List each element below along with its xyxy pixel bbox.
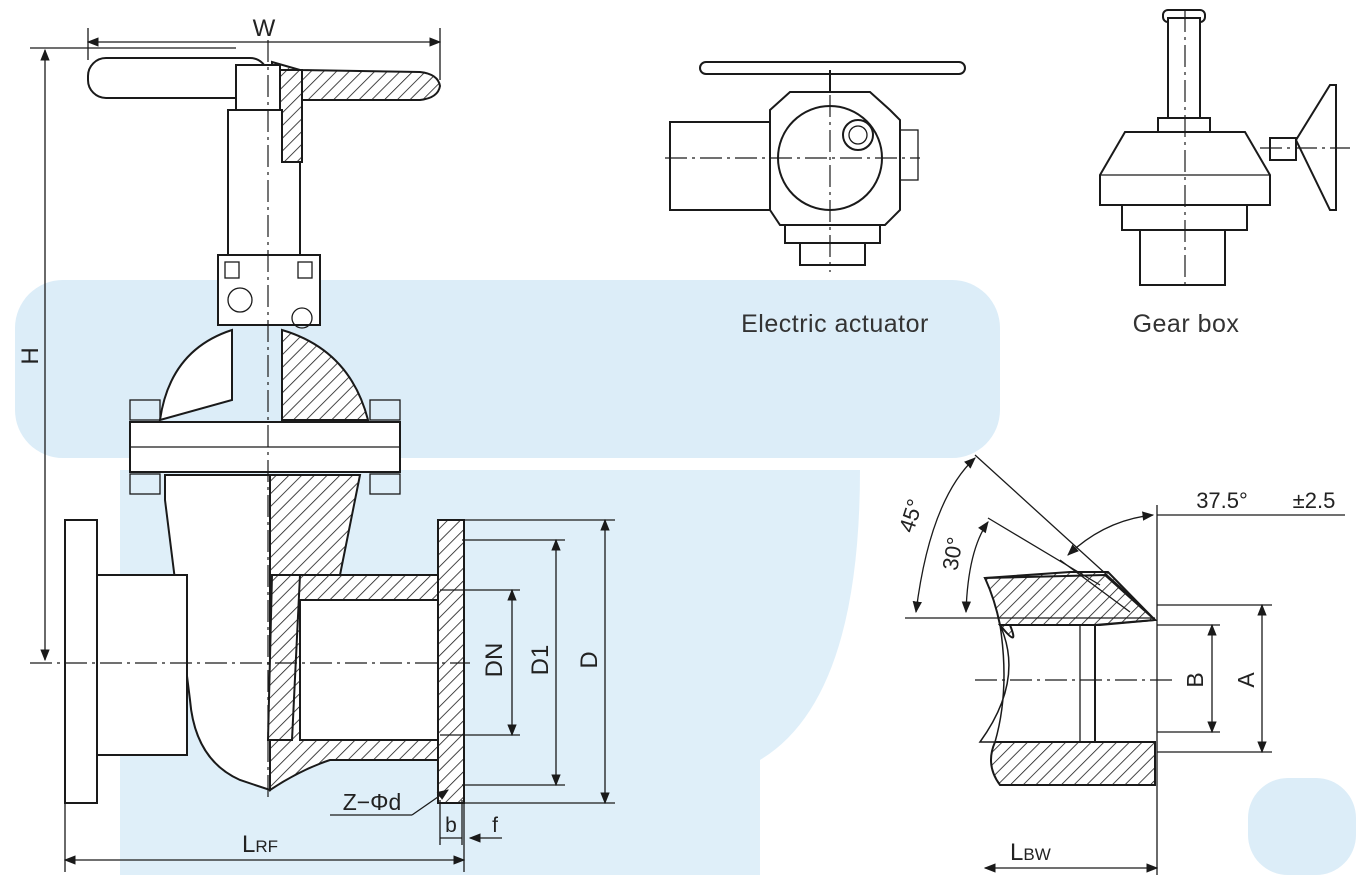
body-left [164,474,271,792]
left-neck [96,574,188,756]
weld-45-ray [974,454,1141,606]
bonnet-bolt-top-left [129,399,161,421]
dim-dn-label: DN [481,643,508,678]
gate-valve-section [30,40,470,804]
dim-b-big-label: B [1182,672,1208,687]
handwheel-right-section [271,60,442,108]
dim-a-label: A [1233,672,1259,688]
actuator-motor [669,121,771,211]
actuator-indicator-inner [848,125,868,145]
angle-tol-label: ±2.5 [1293,488,1336,513]
weld-30-arc [961,521,989,614]
gearbox-top-nut [1157,117,1211,133]
dim-lrf-sub: RF [255,837,278,856]
dim-lbw-sub: BW [1023,845,1050,864]
dim-z-leader [411,789,449,816]
gland [217,254,321,326]
bonnet-left [158,328,233,422]
dim-lrf-main: L [242,831,255,858]
actuator-handwheel [699,61,966,75]
angle-30-label: 30° [937,535,967,572]
caption-electric-actuator: Electric actuator [741,310,929,338]
band-corner [1248,778,1356,875]
dim-d1-label: D1 [527,645,554,676]
electric-actuator-drawing [665,61,966,272]
actuator-coupling [799,242,866,266]
gland-eye-right [291,307,313,329]
gearbox-stem [1167,17,1201,127]
dim-b-label: b [445,814,457,837]
dim-h-label: H [17,347,44,364]
handwheel-hub [235,64,281,111]
weld-45-arc [912,457,976,614]
dim-f-label: f [492,814,498,837]
right-flange-section [437,519,465,804]
gearbox-shaft [1269,137,1297,161]
angle-45-label: 45° [894,496,928,535]
gland-bolt-right [297,261,313,279]
butt-weld-detail: 45° 30° 37.5° ±2.5 A B LBW [894,454,1345,875]
bonnet-bolt-bottom-left [129,473,161,495]
dim-d-label: D [576,651,603,668]
left-flange [64,519,98,804]
weld-30-ray [987,517,1101,586]
angle-37-label: 37.5° [1196,488,1248,513]
right-bore [299,599,439,741]
actuator-side-knob [899,129,919,181]
weld-end-bottom-wall [990,741,1156,786]
main-dimensions: W H D D1 DN LRF b f Z−Φd [17,15,615,872]
gear-box-drawing [1099,9,1350,290]
dim-lbw-label: LBW [1010,839,1051,866]
weld-break-line [978,624,1010,743]
bonnet-right-section [281,328,370,421]
caption-gear-box: Gear box [1133,310,1240,338]
dim-lbw-main: L [1010,839,1023,866]
bonnet-bolt-top-right [369,399,401,421]
dim-w-label: W [253,15,276,42]
gearbox-coupling [1139,229,1226,286]
dim-z-label: Z−Φd [343,789,402,815]
dim-lrf-label: LRF [242,831,278,858]
gland-eye-left [227,287,253,313]
yoke-nut-section [279,69,303,163]
weld-bevel-ray [1059,559,1131,613]
bonnet-bolt-bottom-right [369,473,401,495]
weld-37-arc [1067,511,1155,556]
wedge-section [266,574,302,741]
actuator-base [784,224,881,244]
gland-bolt-left [224,261,240,279]
actuator-indicator [842,119,874,151]
